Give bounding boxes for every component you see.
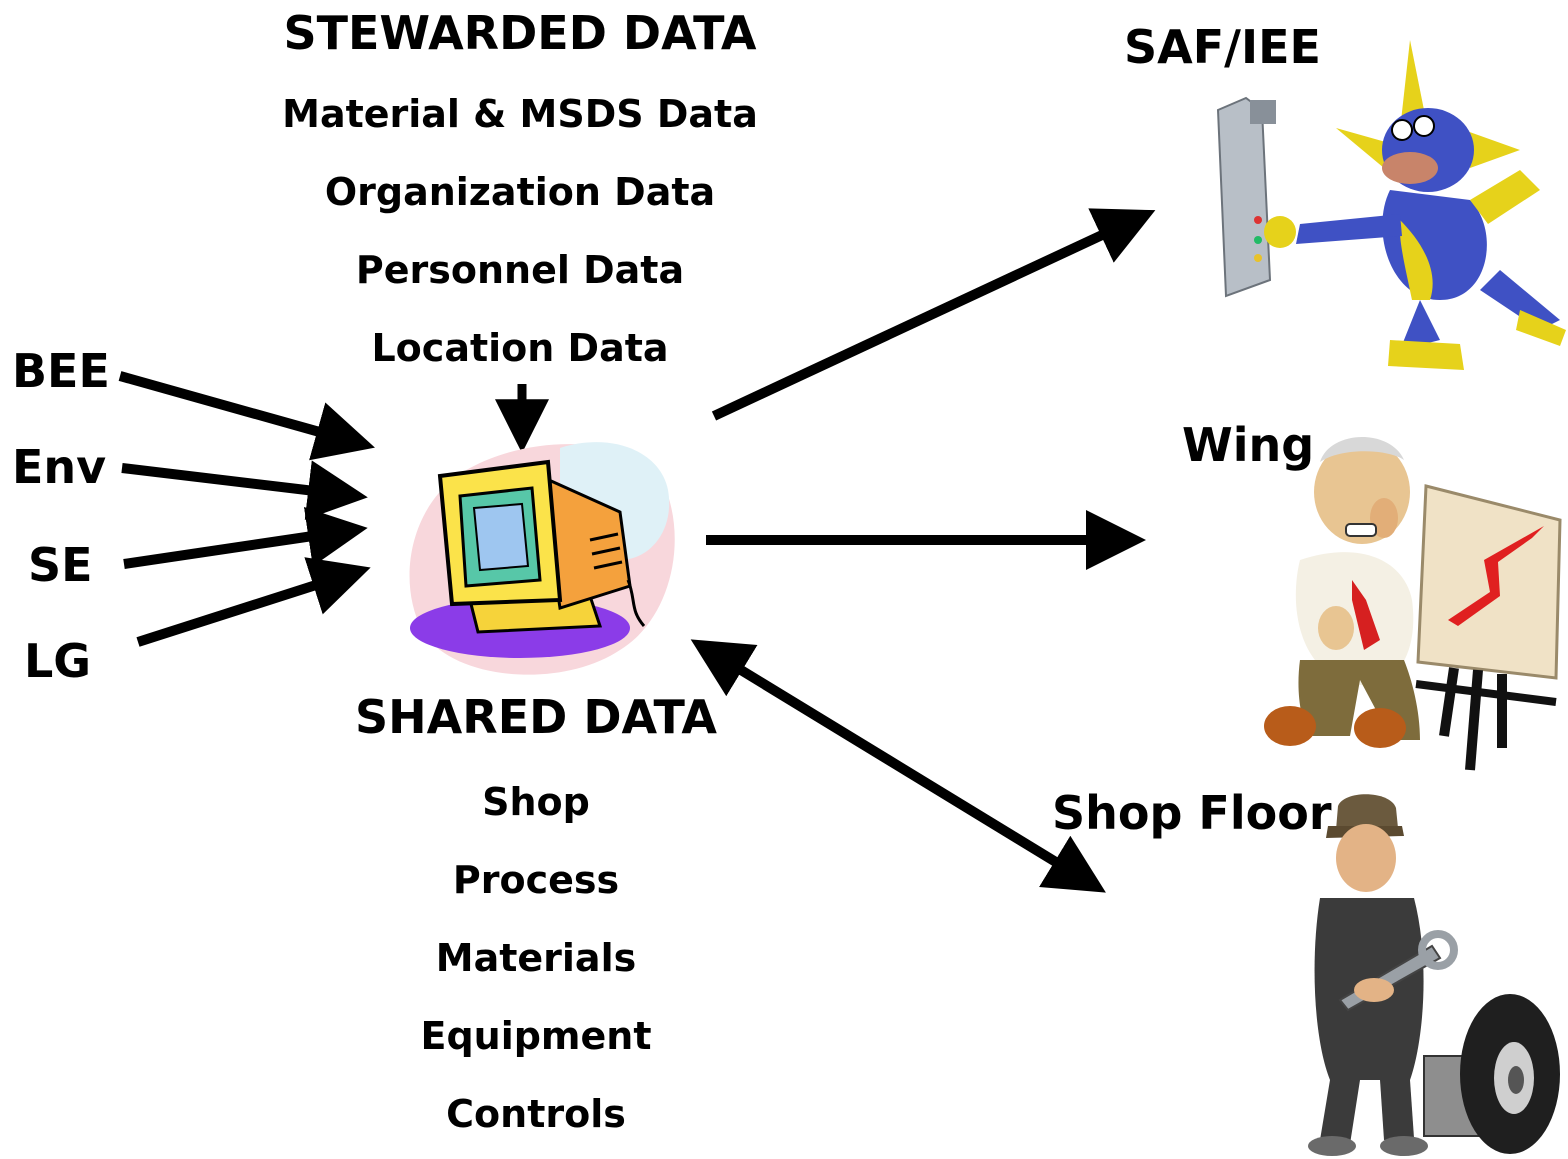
stewarded-item-organization: Organization Data xyxy=(324,170,716,214)
source-se: SE xyxy=(28,538,93,592)
stewarded-item-personnel: Personnel Data xyxy=(355,248,685,292)
computer-icon xyxy=(409,442,675,675)
wing-character-illustration xyxy=(1264,436,1562,771)
shared-data-title: SHARED DATA xyxy=(355,690,717,744)
arrow-lg xyxy=(136,557,371,647)
arrow-env xyxy=(121,460,368,520)
target-shop-floor: Shop Floor xyxy=(1052,786,1332,840)
source-env: Env xyxy=(12,440,107,494)
shared-item-materials: Materials xyxy=(435,936,637,980)
arrow-to-saf xyxy=(711,208,1156,421)
shared-item-shop: Shop xyxy=(482,780,590,824)
saf-character-illustration xyxy=(1216,40,1566,370)
shop-floor-character-illustration xyxy=(1308,794,1560,1156)
stewarded-item-material-msds: Material & MSDS Data xyxy=(282,92,758,136)
target-wing: Wing xyxy=(1182,418,1315,472)
stewarded-data-title: STEWARDED DATA xyxy=(283,6,757,60)
shared-item-process: Process xyxy=(452,858,620,902)
arrow-se xyxy=(123,507,368,569)
arrow-shop-floor-bidirectional xyxy=(690,639,1106,893)
arrow-bee xyxy=(118,371,375,461)
shared-item-equipment: Equipment xyxy=(420,1014,652,1058)
source-bee: BEE xyxy=(12,344,110,398)
source-lg: LG xyxy=(24,634,92,688)
shared-item-controls: Controls xyxy=(446,1092,626,1136)
stewarded-item-location: Location Data xyxy=(371,326,669,370)
target-saf-iee: SAF/IEE xyxy=(1124,20,1321,74)
